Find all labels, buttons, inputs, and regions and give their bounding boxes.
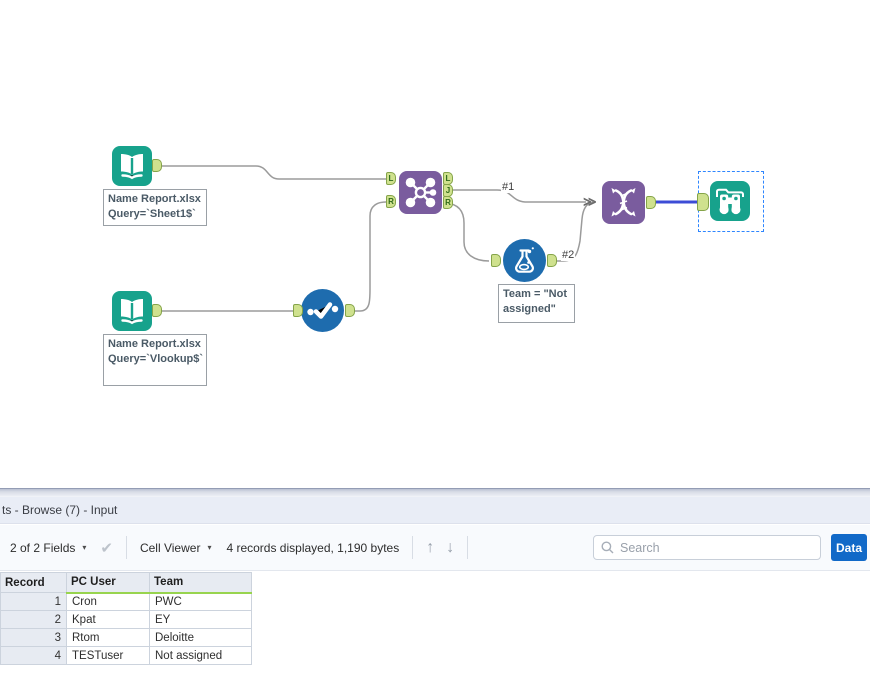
tool-unique[interactable] xyxy=(301,289,344,332)
annotation-line: Query=`Vlookup$` xyxy=(108,352,204,365)
search-box[interactable] xyxy=(593,535,821,560)
search-input[interactable] xyxy=(620,540,813,555)
input1-output-anchor[interactable] xyxy=(152,159,162,172)
annotation-line: assigned" xyxy=(503,302,556,315)
input-data-book-icon xyxy=(112,291,152,331)
column-header-record[interactable]: Record xyxy=(0,572,67,593)
browse-binoculars-icon xyxy=(710,181,750,221)
team-cell[interactable]: Not assigned xyxy=(149,646,252,665)
results-panel-header: ts - Browse (7) - Input xyxy=(0,497,870,524)
arrow-up-icon[interactable]: ↑ xyxy=(426,538,435,556)
union-output-anchor[interactable] xyxy=(646,196,656,209)
record-number-cell: 2 xyxy=(0,610,67,629)
formula-output-anchor[interactable] xyxy=(547,254,557,267)
unique-output-anchor[interactable] xyxy=(345,304,355,317)
annotation-input2[interactable]: Name Report.xlsx Query=`Vlookup$` xyxy=(103,334,207,386)
cell-viewer-label: Cell Viewer xyxy=(139,540,201,555)
formula-flask-icon xyxy=(503,239,546,282)
join-icon xyxy=(399,171,442,214)
tool-join[interactable] xyxy=(399,171,442,214)
cell-viewer-dropdown[interactable]: Cell Viewer ▾ xyxy=(140,541,211,555)
apply-check-icon[interactable]: ✔ xyxy=(100,539,113,557)
chevron-down-icon: ▾ xyxy=(82,543,87,552)
wire-join-to-union xyxy=(446,189,586,203)
chevron-down-icon: ▾ xyxy=(207,543,212,552)
tool-input-data-1[interactable] xyxy=(112,146,152,186)
join-output-right-anchor[interactable]: R xyxy=(443,196,453,209)
results-table: Record PC User Team 1 Cron PWC 2 Kpat EY… xyxy=(0,572,252,665)
tool-browse[interactable] xyxy=(710,181,750,221)
arrow-down-icon[interactable]: ↓ xyxy=(446,538,455,556)
connection-label-1: #1 xyxy=(501,181,516,193)
annotation-formula[interactable]: Team = "Not assigned" xyxy=(498,284,575,323)
unique-input-anchor[interactable] xyxy=(293,304,303,317)
annotation-input1[interactable]: Name Report.xlsx Query=`Sheet1$` xyxy=(103,189,207,226)
wire-input1-to-join xyxy=(161,165,388,180)
browse-input-anchor[interactable] xyxy=(697,193,709,211)
team-cell[interactable]: Deloitte xyxy=(149,628,252,647)
unique-check-icon xyxy=(301,289,344,332)
annotation-line: Name Report.xlsx xyxy=(108,338,201,350)
records-info: 4 records displayed, 1,190 bytes xyxy=(226,540,400,555)
annotation-line: Name Report.xlsx xyxy=(108,193,201,205)
input-data-book-icon xyxy=(112,146,152,186)
toolbar-divider xyxy=(125,536,127,559)
results-panel-title: ts - Browse (7) - Input xyxy=(2,503,118,517)
panel-splitter[interactable] xyxy=(0,488,870,497)
toolbar-divider xyxy=(467,536,469,559)
connection-label-2: #2 xyxy=(561,249,576,261)
wire-unique-to-join xyxy=(352,201,387,312)
tool-union[interactable] xyxy=(602,181,645,224)
table-row[interactable]: 2 Kpat EY xyxy=(0,610,252,629)
join-input-left-anchor[interactable]: L xyxy=(386,172,396,185)
table-row[interactable]: 3 Rtom Deloitte xyxy=(0,628,252,647)
wire-join-to-formula xyxy=(445,202,490,262)
record-number-cell: 3 xyxy=(0,628,67,647)
pc-user-cell[interactable]: Kpat xyxy=(66,610,150,629)
input2-output-anchor[interactable] xyxy=(152,304,162,317)
table-row[interactable]: 4 TESTuser Not assigned xyxy=(0,646,252,665)
tool-formula[interactable] xyxy=(503,239,546,282)
search-icon xyxy=(601,541,614,554)
fields-dropdown-label: 2 of 2 Fields xyxy=(10,540,76,555)
table-header-row: Record PC User Team xyxy=(0,572,252,594)
data-button[interactable]: Data xyxy=(831,534,867,561)
fields-dropdown[interactable]: 2 of 2 Fields ▾ xyxy=(10,541,86,555)
record-number-cell: 1 xyxy=(0,592,67,611)
tool-input-data-2[interactable] xyxy=(112,291,152,331)
union-multi-input-anchor[interactable]: ≫ xyxy=(583,194,597,209)
record-number-cell: 4 xyxy=(0,646,67,665)
connection-wires xyxy=(161,165,699,312)
team-cell[interactable]: EY xyxy=(149,610,252,629)
team-cell[interactable]: PWC xyxy=(149,592,252,611)
join-input-right-anchor[interactable]: R xyxy=(386,195,396,208)
column-header-pc-user[interactable]: PC User xyxy=(66,572,150,594)
pc-user-cell[interactable]: TESTuser xyxy=(66,646,150,665)
toolbar-divider xyxy=(412,536,414,559)
pc-user-cell[interactable]: Rtom xyxy=(66,628,150,647)
results-toolbar: 2 of 2 Fields ▾ ✔ Cell Viewer ▾ 4 record… xyxy=(0,525,870,571)
table-row[interactable]: 1 Cron PWC xyxy=(0,592,252,611)
column-header-team[interactable]: Team xyxy=(149,572,252,594)
union-icon xyxy=(602,181,645,224)
formula-input-anchor[interactable] xyxy=(491,254,501,267)
workflow-canvas[interactable]: Name Report.xlsx Query=`Sheet1$` Name Re… xyxy=(0,0,870,488)
annotation-line: Query=`Sheet1$` xyxy=(108,207,196,220)
annotation-line: Team = "Not xyxy=(503,288,567,300)
pc-user-cell[interactable]: Cron xyxy=(66,592,150,611)
